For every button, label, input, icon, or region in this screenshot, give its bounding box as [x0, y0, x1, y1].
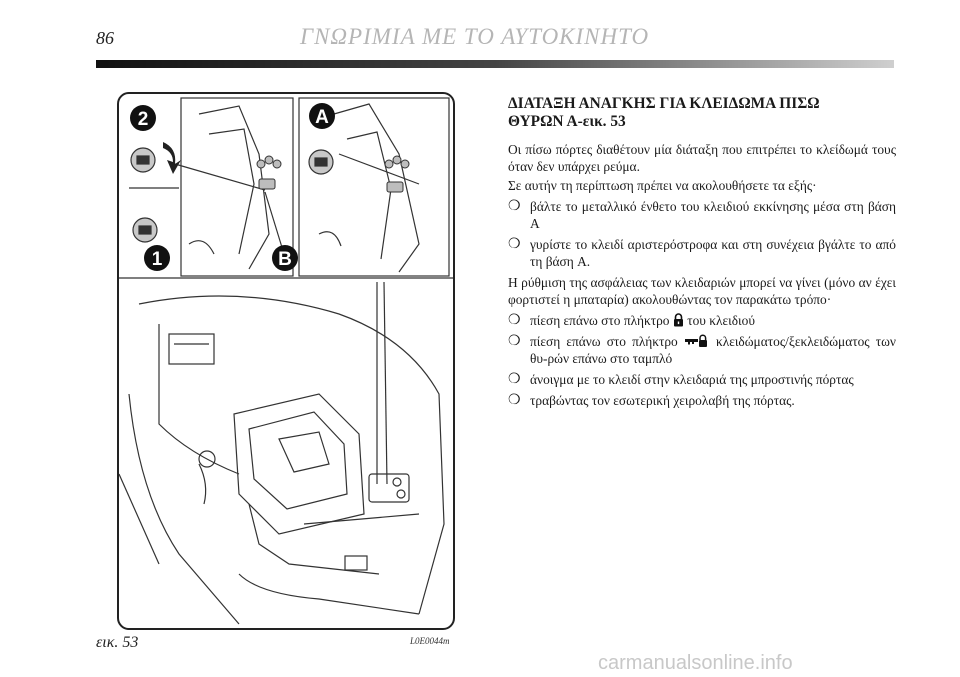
method-item: ❍ τραβώντας τον εσωτερική χειρολαβή της … [508, 392, 896, 409]
method-item: ❍ άνοιγμα με το κλειδί στην κλειδαριά τη… [508, 371, 896, 388]
step-item: ❍ γυρίστε το κλειδί αριστερόστροφα και σ… [508, 236, 896, 270]
method-item: ❍ πίεση επάνω στο πλήκτρο του κλειδιού [508, 312, 896, 329]
callout-2-label: 2 [138, 109, 149, 130]
page-number: 86 [96, 28, 114, 48]
running-header: ΓΝΩΡΙΜΙΑ ΜΕ ΤΟ ΑΥΤΟΚΙΝΗΤΟ [300, 24, 650, 49]
section-title-line-2: ΘΥΡΩΝ Α-εικ. 53 [508, 113, 626, 130]
bullet-mark: ❍ [508, 393, 521, 408]
callout-a-circle [309, 103, 335, 129]
bullet-mark: ❍ [508, 313, 521, 328]
watermark: carmanualsonline.info [598, 652, 793, 674]
section-title-line-1: ΔΙΑΤΑΞΗ ΑΝΑΓΚΗΣ ΓΙΑ ΚΛΕΙΔΩΜΑ ΠΙΣΩ [508, 95, 820, 112]
padlock-icon [673, 313, 683, 327]
callout-b-label: B [278, 249, 292, 270]
section-title: ΔΙΑΤΑΞΗ ΑΝΑΓΚΗΣ ΓΙΑ ΚΛΕΙΔΩΜΑ ΠΙΣΩ ΘΥΡΩΝ … [508, 95, 896, 131]
step-text: βάλτε το μεταλλικό ένθετο του κλειδιού ε… [530, 199, 896, 231]
callout-a-label: A [315, 107, 329, 128]
car-key-lock-icon [684, 334, 707, 347]
method-text-before: πίεση επάνω στο πλήκτρο [530, 313, 670, 328]
callout-1-label: 1 [152, 249, 163, 270]
method-item: ❍ πίεση επάνω στο πλήκτρο κλειδώματος/ξε… [508, 333, 896, 367]
step-item: ❍ βάλτε το μεταλλικό ένθετο του κλειδιού… [508, 198, 896, 232]
intro-paragraph: Οι πίσω πόρτες διαθέτουν μία διάταξη που… [508, 142, 896, 174]
method-text: άνοιγμα με το κλειδί στην κλειδαριά της … [530, 372, 854, 387]
method-text: τραβώντας τον εσωτερική χειρολαβή της πό… [530, 393, 795, 408]
step-text: γυρίστε το κλειδί αριστερόστροφα και στη… [530, 237, 896, 269]
callout-b-circle [272, 245, 298, 271]
bullet-mark: ❍ [508, 237, 521, 252]
callout-2-circle [130, 105, 156, 131]
lock-settings-paragraph: Η ρύθμιση της ασφάλειας των κλειδαριών μ… [508, 275, 896, 307]
instruction-paragraph: Σε αυτήν τη περίπτωση πρέπει να ακολουθή… [508, 178, 817, 193]
bullet-mark: ❍ [508, 372, 521, 387]
text-column: ΔΙΑΤΑΞΗ ΑΝΑΓΚΗΣ ΓΙΑ ΚΛΕΙΔΩΜΑ ΠΙΣΩ ΘΥΡΩΝ … [508, 95, 896, 413]
method-text-before: πίεση επάνω στο πλήκτρο [530, 334, 678, 349]
bullet-mark: ❍ [508, 334, 521, 349]
bullet-mark: ❍ [508, 199, 521, 214]
method-text-after: κλειδώματος/ξεκλειδώματος των θυ-ρών επά… [530, 334, 896, 366]
callout-1-circle [144, 245, 170, 271]
figure-frame: 2 A 1 B [117, 92, 455, 630]
figure-caption: εικ. 53 [96, 634, 139, 651]
figure-code: L0E0044m [410, 636, 450, 646]
door-lock-illustration: 2 A 1 B [119, 97, 453, 625]
header-rule [96, 60, 894, 68]
method-text-after: του κλειδιού [687, 313, 755, 328]
